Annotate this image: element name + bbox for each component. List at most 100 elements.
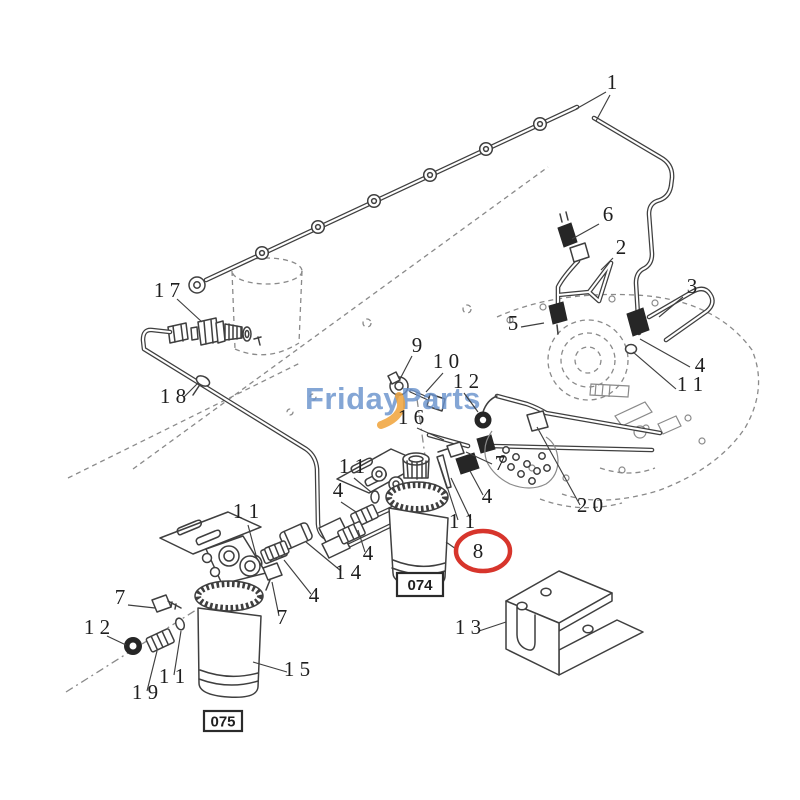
connector-5: [548, 301, 568, 325]
leader-line: [357, 529, 366, 553]
fitting-19: [145, 628, 175, 653]
leader-line: [183, 382, 199, 398]
leader-lines: [106, 91, 691, 692]
leader-line: [536, 426, 581, 506]
part-number-label: 4: [695, 353, 706, 377]
figure-reference-box: [202, 709, 244, 733]
fuel-return-pipe: [591, 115, 675, 336]
leader-line: [146, 650, 158, 692]
leader-line: [176, 298, 203, 323]
fuel-filter-assembly-075: [124, 511, 290, 699]
pipe-clamp: [254, 116, 548, 261]
leader-line: [305, 541, 342, 572]
figure-reference-text: 074: [407, 577, 433, 594]
engine-ghost-outline: [65, 166, 760, 693]
part-number-label: 1 1: [449, 509, 475, 533]
leader-line: [450, 477, 472, 521]
part-number-label: 1 7: [154, 278, 180, 302]
part-number-label: 1 9: [132, 680, 158, 704]
part-number-label: 3: [687, 274, 698, 298]
small-clip: [253, 336, 262, 346]
highlighted-part-ellipse: [453, 528, 513, 574]
part-number-label: 9: [412, 333, 423, 357]
part-number-label: 1 6: [398, 405, 424, 429]
leader-line: [463, 392, 479, 413]
leader-line: [425, 372, 444, 393]
seal-ring-11: [370, 490, 380, 504]
leader-line: [469, 470, 484, 496]
bolt-7: [437, 441, 465, 458]
figure-reference-boxes: 074 075: [202, 571, 445, 733]
part-number-label: 4: [309, 583, 320, 607]
sender-fitting-17: [167, 317, 262, 346]
part-number-label: 7: [115, 585, 126, 609]
part-number-label: 6: [603, 202, 614, 226]
leader-line: [340, 501, 357, 513]
connector-6: [557, 222, 578, 248]
leader-line: [639, 338, 691, 368]
seal-ring-11: [624, 343, 638, 355]
part-number-label: 1 4: [335, 560, 362, 584]
nipple-4: [264, 540, 290, 561]
bolt-7: [151, 594, 172, 613]
part-number-label: 5: [508, 311, 519, 335]
leader-line: [416, 427, 445, 441]
nipple-4: [337, 521, 366, 545]
part-number-label: 4: [363, 541, 374, 565]
mounting-bracket-13: [505, 570, 644, 676]
bolt-7: [262, 562, 283, 591]
leader-line: [247, 524, 257, 556]
part-number-label: 7: [495, 451, 506, 475]
highlight-circle: [453, 528, 513, 574]
part-number-label: 1: [607, 70, 618, 94]
leader-line: [399, 355, 413, 380]
leader-line: [571, 223, 600, 240]
bolt-10: [426, 393, 446, 412]
part-number-label: 8: [473, 539, 484, 563]
leader-line: [632, 351, 677, 390]
watermark-swoosh-icon: [377, 392, 406, 429]
figure-reference-text: 075: [210, 714, 235, 731]
seal-ring-11: [174, 617, 186, 631]
leader-line: [271, 581, 280, 617]
part-number-label: 7: [277, 605, 288, 629]
watermark: FridayParts: [305, 381, 481, 429]
leader-line: [127, 604, 156, 609]
part-number-label: 2: [616, 235, 627, 259]
part-number-label: 1 0: [433, 349, 459, 373]
leader-line: [353, 477, 372, 493]
leader-line: [575, 91, 607, 110]
nipple-4: [350, 504, 379, 528]
part-number-label: 1 1: [677, 372, 703, 396]
union-14: [279, 522, 313, 550]
leak-off-rail-pipe: [188, 104, 580, 294]
leader-line: [478, 621, 507, 632]
leader-line: [438, 461, 459, 521]
leader-line: [595, 94, 611, 122]
injection-pump-plumbing: [387, 371, 663, 489]
part-number-label: 1 2: [453, 369, 479, 393]
leader-line: [283, 559, 312, 595]
leader-line: [658, 296, 684, 318]
fuel-pipe-3: [624, 286, 715, 355]
part-number-label: 1 5: [284, 657, 310, 681]
watermark-text: FridayParts: [305, 381, 481, 416]
part-number-label: 1 1: [233, 499, 259, 523]
fuel-pipe-2: [548, 211, 614, 335]
stud-11: [436, 454, 452, 489]
washer-7: [242, 326, 252, 342]
leader-line: [600, 257, 614, 271]
part-number-label: 4: [482, 484, 493, 508]
leader-line: [465, 451, 493, 465]
pipe-clip-18: [195, 375, 211, 387]
leader-line: [252, 661, 288, 673]
part-number-label: 1 1: [339, 454, 365, 478]
leader-line: [173, 630, 182, 676]
part-number-label: 1 1: [159, 664, 185, 688]
leader-line: [520, 322, 545, 328]
filter-canister-15: [197, 607, 262, 699]
nipple-4: [455, 452, 480, 475]
junction-block-20: [526, 410, 549, 432]
